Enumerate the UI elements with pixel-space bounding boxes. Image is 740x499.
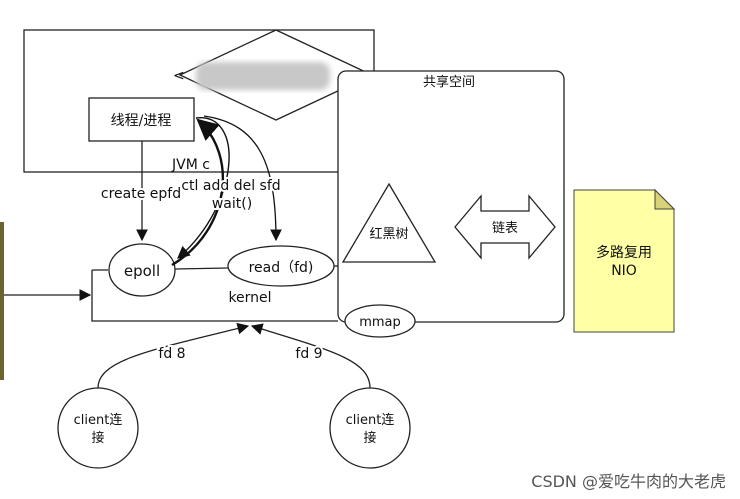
fd9-label: fd 9 <box>295 346 322 362</box>
epoll-label: epoll <box>124 262 160 280</box>
ctl-arrow <box>177 117 230 259</box>
blurred-text <box>196 62 330 90</box>
client-left-node <box>57 387 139 469</box>
epoll-node <box>108 243 176 297</box>
kernel-region <box>91 269 338 322</box>
wait-label: wait() <box>212 196 252 212</box>
wait-return-arrow <box>171 118 225 267</box>
client-left-label-line2: 接 <box>91 430 104 446</box>
create-epfd-label: create epfd <box>101 186 181 202</box>
client-right-label-line1: client连 <box>346 412 395 428</box>
linked-list-label: 链表 <box>492 221 518 236</box>
kernel-label: kernel <box>228 290 271 306</box>
fd8-label: fd 8 <box>158 346 185 362</box>
mmap-node <box>344 304 416 338</box>
nio-note-line2: NIO <box>611 263 637 279</box>
csdn-watermark: CSDN @爱吃牛肉的大老虎 <box>531 472 726 491</box>
read-to-epoll-line <box>174 267 229 270</box>
fd9-arrow <box>250 323 371 389</box>
client-right-node <box>329 387 411 469</box>
linked-list-shape <box>454 194 556 260</box>
jvm-label: JVM c <box>171 157 210 173</box>
nio-note <box>573 189 675 333</box>
nio-note-line1: 多路复用 <box>596 244 652 261</box>
client-right-label-line2: 接 <box>363 430 376 446</box>
shared-space-label: 共享空间 <box>423 74 475 90</box>
ctl-label: ctl add del sfd <box>181 178 280 194</box>
nio-note-fold <box>654 188 676 210</box>
left-edge-bar <box>0 222 4 380</box>
red-black-tree-triangle <box>341 182 437 263</box>
fd8-arrow <box>97 322 250 389</box>
client-left-label-line1: client连 <box>74 412 123 428</box>
red-black-tree-label: 红黑树 <box>369 226 408 242</box>
thread-process-label: 线程/进程 <box>111 113 172 129</box>
thread-process-box <box>88 97 195 142</box>
read-fd-label: read（fd) <box>249 260 314 276</box>
mmap-label: mmap <box>359 315 401 330</box>
diamond-left-bracket: < <box>173 68 185 84</box>
read-call-arrow <box>203 115 282 242</box>
